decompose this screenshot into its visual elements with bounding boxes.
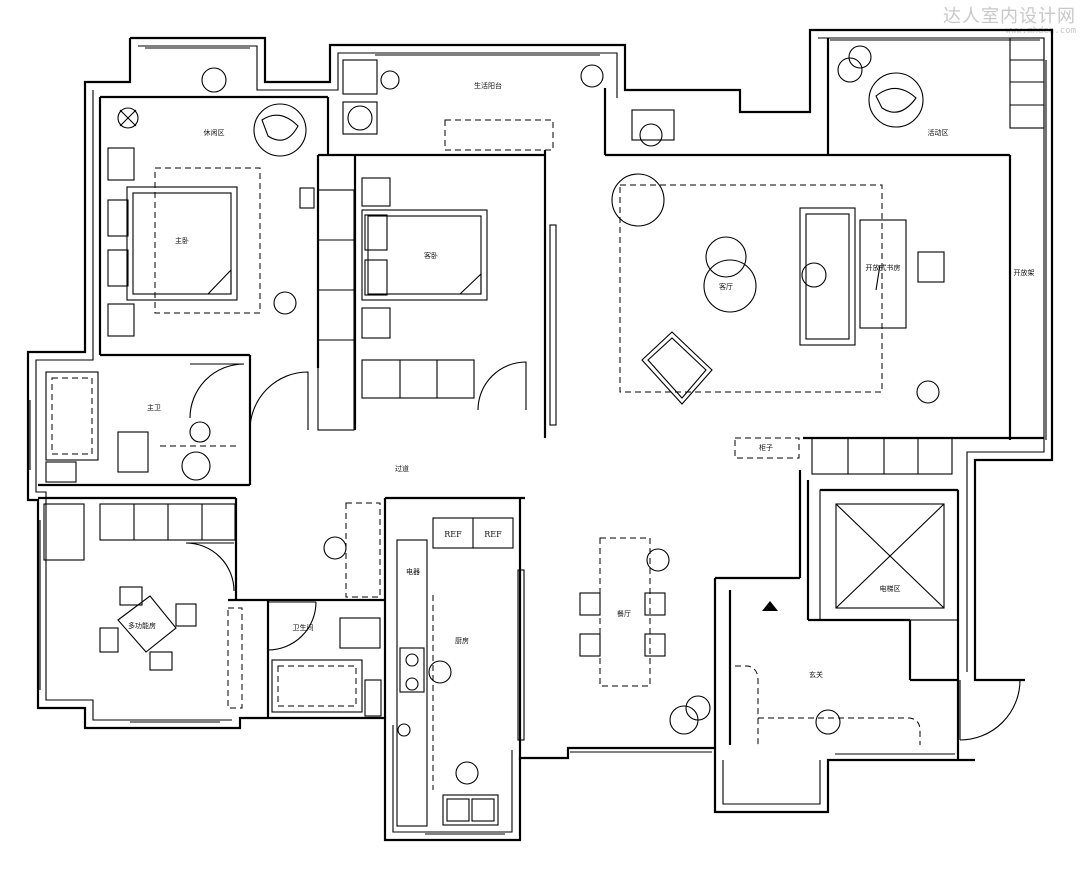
label-bathroom: 卫生间 [293,623,314,632]
label-kitchen: 厨房 [455,636,469,645]
label-dining: 餐厅 [617,609,631,618]
people [189,67,940,785]
label-leisure: 休闲区 [204,128,225,137]
label-corridor: 过道 [395,464,409,473]
room-labels: 休闲区 生活阳台 活动区 主卧 客卧 客厅 开放式书房 开放架 主卫 柜子 过道… [128,81,1035,679]
label-open-study: 开放式书房 [866,263,901,272]
label-entrance: 玄关 [809,670,823,679]
label-living-room: 客厅 [719,282,733,291]
label-multi-room: 多功能房 [128,621,156,630]
label-activity: 活动区 [928,128,949,137]
windows [29,39,1047,835]
label-fridge-2: REF [484,530,502,539]
label-balcony: 生活阳台 [474,81,502,90]
label-cabinet: 柜子 [759,443,773,452]
watermark-text: 达人室内设计网 [943,6,1076,27]
label-appliance: 电器 [406,567,420,576]
label-elevator: 电梯区 [880,584,901,593]
doors [185,361,1021,741]
label-fridge-1: REF [444,530,462,539]
label-master-bath: 主卫 [147,403,161,412]
label-guest-bedroom: 客卧 [424,251,438,260]
label-open-shelf: 开放架 [1014,268,1035,277]
furniture [43,37,1045,827]
label-master-bedroom: 主卧 [175,236,189,245]
